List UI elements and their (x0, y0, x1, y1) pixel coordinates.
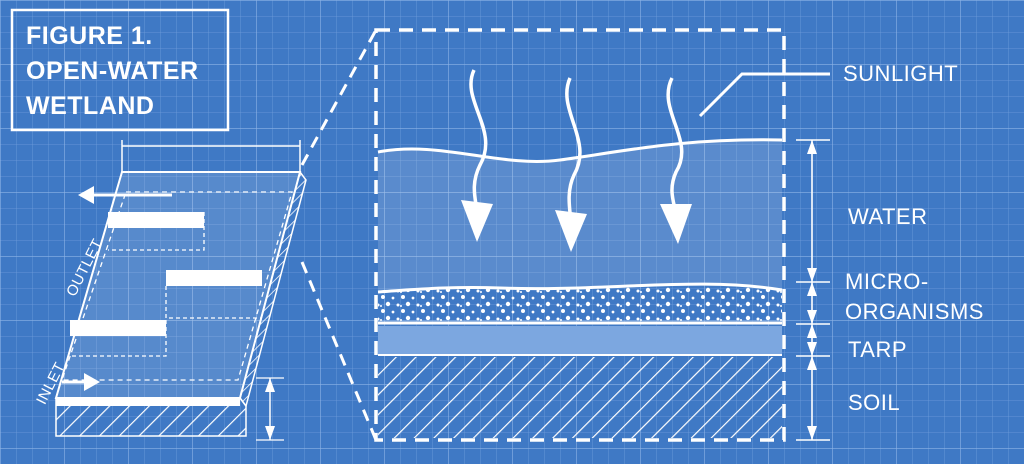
figure-title-line-3: WETLAND (26, 92, 155, 120)
basin-rim (56, 398, 240, 406)
figure-title-line-2: OPEN-WATER (26, 57, 199, 85)
cross-section-frame (374, 28, 786, 442)
baffle-bottom (70, 320, 166, 336)
tarp-layer (378, 326, 782, 354)
sunlight-rays (461, 69, 692, 252)
water-surface (377, 138, 783, 163)
tarp-label: TARP (848, 337, 908, 362)
basin-inner-outline (61, 191, 293, 381)
figure-title-line-1: FIGURE 1. (26, 22, 153, 50)
sunlight-leader (698, 72, 830, 118)
wetland-model (54, 140, 307, 441)
zoom-line-bottom (300, 261, 378, 441)
sunlight-label: SUNLIGHT (843, 61, 959, 86)
zoom-line-top (300, 29, 378, 166)
layer-dimension-scale (796, 139, 830, 441)
baffle-top (108, 212, 204, 228)
soil-layer (378, 357, 782, 438)
microorganism-layer (378, 284, 782, 322)
microorganisms-label-line-2: ORGANISMS (845, 299, 984, 324)
soil-label: SOIL (848, 390, 901, 415)
title-box (10, 8, 230, 132)
cross-section (374, 28, 830, 442)
microorganisms-label-line-1: MICRO- (845, 269, 929, 294)
baffle-middle (166, 270, 262, 286)
water-label: WATER (848, 204, 928, 229)
